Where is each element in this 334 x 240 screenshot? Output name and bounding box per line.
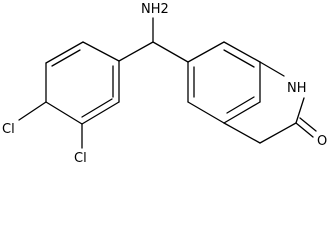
carbonyl-bond	[295, 122, 314, 138]
carbonyl-bond-second	[299, 117, 317, 132]
bond	[223, 41, 261, 63]
bond	[187, 41, 225, 63]
double-bond-inner	[81, 98, 113, 118]
chlorine-label-lower: Cl	[74, 151, 87, 166]
bond-ring-to-ch	[118, 41, 154, 62]
bond-to-cl-upper	[18, 101, 47, 121]
structure-canvas: NH2 Cl Cl NH O	[2, 2, 328, 166]
amine-label: NH2	[141, 2, 169, 17]
lactam-nh-label: NH	[287, 81, 307, 96]
bond	[187, 101, 225, 124]
bond-ch-to-quinolinone	[152, 41, 189, 63]
bond	[81, 101, 120, 125]
double-bond-inner	[223, 49, 255, 68]
double-bond-inner	[226, 96, 255, 114]
bond	[45, 41, 84, 64]
bond	[223, 122, 261, 144]
dichlorophenyl-ring	[45, 41, 120, 125]
benzo-ring	[187, 41, 261, 124]
bond	[82, 41, 120, 62]
bond	[45, 101, 83, 125]
bond	[259, 122, 297, 144]
carbonyl-oxygen-label: O	[317, 134, 327, 149]
lactam-ring	[223, 61, 317, 144]
bond-to-nh	[259, 61, 285, 77]
double-bond-inner	[51, 49, 81, 67]
bond-nh-to-co	[295, 97, 305, 124]
chlorine-label-upper: Cl	[2, 122, 15, 137]
bond	[223, 101, 261, 124]
chemical-structure-diagram: NH2 Cl Cl NH O	[2, 2, 327, 166]
